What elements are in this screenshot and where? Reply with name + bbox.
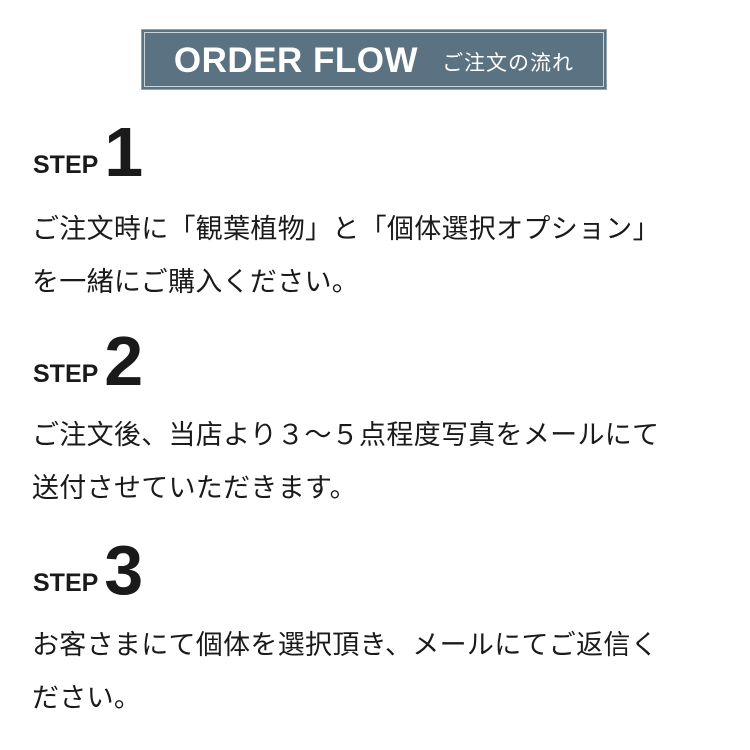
step-number: 2 [104,322,144,400]
banner-title: ORDER FLOW [173,40,419,80]
step-3-description: お客さまにて個体を選択頂き、メールにてご返信く ださい。 [32,619,732,725]
step-1-description: ご注文時に「観葉植物」と「個体選択オプション」 を一緒にご購入ください。 [32,203,732,309]
order-flow-banner: ORDER FLOW ご注文の流れ [141,29,607,90]
step-2-description: ご注文後、当店より３～５点程度写真をメールにて 送付させていただきます。 [32,409,732,515]
banner-subtitle: ご注文の流れ [442,50,575,75]
step-label: STEP [33,569,99,597]
description-line: ご注文後、当店より３～５点程度写真をメールにて [32,420,660,451]
description-line: 送付させていただきます。 [32,473,357,504]
step-2-heading: STEP 2 [33,322,144,400]
step-number: 1 [104,113,144,191]
step-3-heading: STEP 3 [33,531,144,609]
description-line: を一緒にご購入ください。 [32,267,360,298]
description-line: ださい。 [32,683,142,714]
step-label: STEP [33,360,99,388]
description-line: ご注文時に「観葉植物」と「個体選択オプション」 [32,214,660,245]
description-line: お客さまにて個体を選択頂き、メールにてご返信く [32,630,659,661]
step-label: STEP [33,151,99,179]
step-number: 3 [104,531,144,609]
step-1-heading: STEP 1 [33,113,144,191]
